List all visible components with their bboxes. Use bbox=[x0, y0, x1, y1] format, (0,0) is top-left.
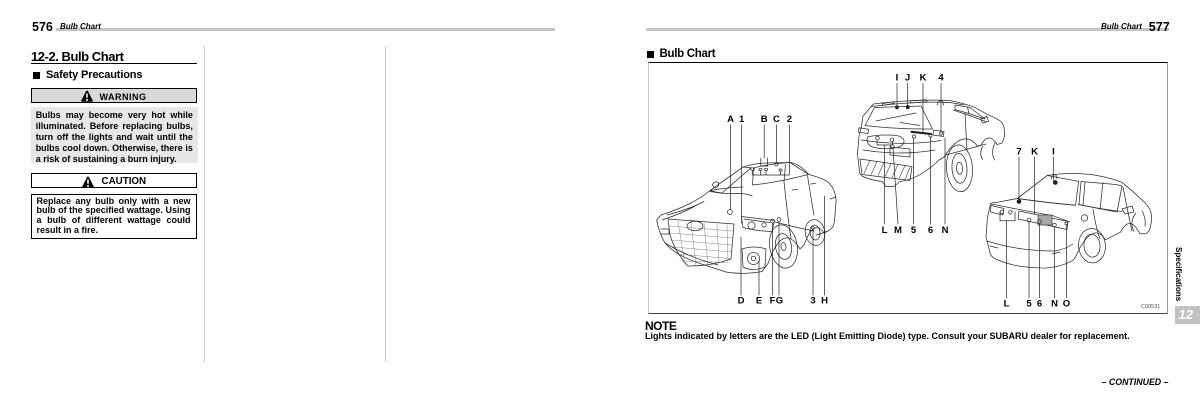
svg-text:7: 7 bbox=[1016, 147, 1021, 158]
svg-text:L: L bbox=[1004, 299, 1010, 310]
svg-text:G: G bbox=[776, 296, 783, 307]
svg-text:I: I bbox=[896, 73, 899, 84]
svg-text:4: 4 bbox=[938, 73, 944, 84]
svg-text:C: C bbox=[773, 114, 780, 125]
svg-text:H: H bbox=[821, 296, 828, 307]
svg-text:5: 5 bbox=[911, 225, 917, 236]
svg-text:M: M bbox=[894, 225, 902, 236]
svg-text:O: O bbox=[1063, 299, 1070, 310]
svg-text:A: A bbox=[727, 114, 734, 125]
svg-text:N: N bbox=[1051, 299, 1058, 310]
svg-text:D: D bbox=[738, 296, 745, 307]
svg-text:J: J bbox=[905, 73, 910, 84]
svg-text:K: K bbox=[1031, 147, 1038, 158]
svg-text:3: 3 bbox=[810, 296, 815, 307]
svg-text:N: N bbox=[942, 225, 949, 236]
svg-text:E: E bbox=[756, 296, 762, 307]
svg-text:I: I bbox=[1052, 147, 1055, 158]
svg-text:K: K bbox=[920, 73, 927, 84]
svg-text:L: L bbox=[882, 225, 888, 236]
svg-text:1: 1 bbox=[739, 114, 745, 125]
svg-text:B: B bbox=[761, 114, 768, 125]
svg-text:2: 2 bbox=[787, 114, 792, 125]
svg-text:6: 6 bbox=[928, 225, 933, 236]
svg-text:5: 5 bbox=[1026, 299, 1032, 310]
svg-text:F: F bbox=[770, 296, 776, 307]
svg-text:C00531: C00531 bbox=[1141, 304, 1160, 310]
svg-text:6: 6 bbox=[1037, 299, 1042, 310]
